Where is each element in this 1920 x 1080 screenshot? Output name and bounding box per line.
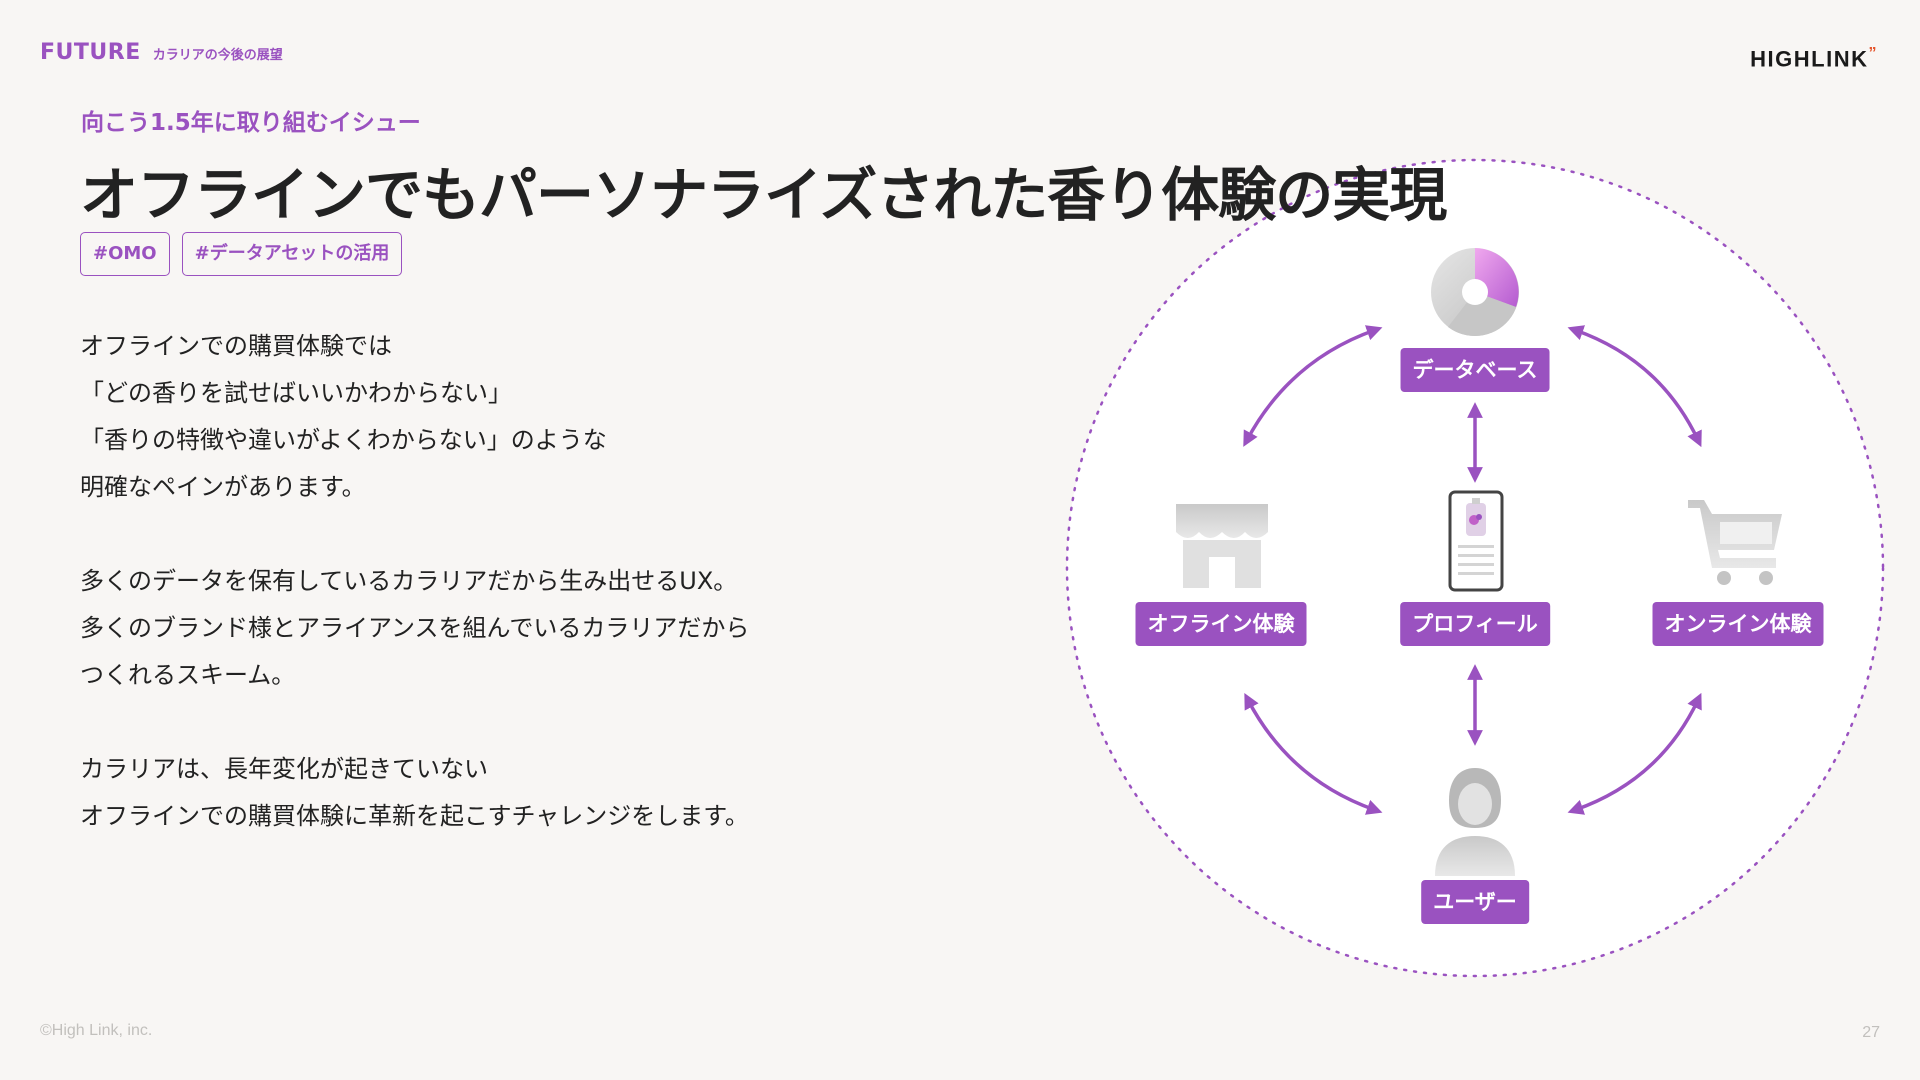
body-line: 「どの香りを試せばいいかわからない」 [80, 379, 512, 407]
shopping-cart-icon [1688, 500, 1782, 585]
arrow-offline-user [1244, 693, 1383, 815]
logo-text: HIGHLINK [1750, 46, 1869, 72]
node-offline-experience: オフライン体験 [1135, 602, 1307, 646]
node-online-experience: オンライン体験 [1652, 602, 1824, 646]
page-number: 27 [1862, 1024, 1880, 1041]
store-icon [1176, 504, 1268, 588]
smartphone-icon [1448, 490, 1504, 592]
body-line: カラリアは、長年変化が起きていない [80, 755, 488, 783]
body-line: 多くのデータを保有しているカラリアだから生み出せるUX。 [80, 567, 738, 595]
ecosystem-diagram: データベース オフライン体験 プロフィール オンライン体験 ユーザー [1050, 150, 1900, 990]
company-logo: HIGHLINK” [1750, 45, 1878, 72]
body-text: オフラインでの購買体験では 「どの香りを試せばいいかわからない」 「香りの特徴や… [80, 323, 840, 840]
node-database: データベース [1400, 348, 1550, 392]
body-line: 明確なペインがあります。 [80, 473, 366, 501]
arrow-offline-database [1243, 325, 1383, 447]
body-line: オフラインでの購買体験では [80, 332, 392, 360]
page-title: オフラインでもパーソナライズされた香り体験の実現 [80, 161, 1447, 229]
node-profile: プロフィール [1400, 602, 1550, 646]
pie-chart-icon [1431, 248, 1519, 336]
section-label: FUTURE [40, 40, 141, 65]
tag-data-asset: #データアセットの活用 [181, 232, 403, 276]
arrow-online-user [1567, 692, 1702, 815]
section-header: FUTURE カラリアの今後の展望 [40, 40, 283, 65]
body-line: 「香りの特徴や違いがよくわからない」のような [80, 426, 607, 454]
paragraph-gap [80, 699, 840, 746]
tag-list: #OMO #データアセットの活用 [80, 232, 403, 276]
arrow-database-online [1567, 325, 1702, 448]
body-line: つくれるスキーム。 [80, 661, 296, 689]
user-icon [1435, 768, 1515, 876]
paragraph-gap [80, 511, 840, 558]
copyright: ©High Link, inc. [40, 1022, 153, 1039]
node-user: ユーザー [1421, 880, 1529, 924]
body-line: 多くのブランド様とアライアンスを組んでいるカラリアだから [80, 614, 750, 642]
logo-mark: ” [1868, 45, 1878, 62]
body-line: オフラインでの購買体験に革新を起こすチャレンジをします。 [80, 802, 749, 830]
tag-omo: #OMO [80, 232, 170, 276]
eyebrow-text: 向こう1.5年に取り組むイシュー [81, 110, 421, 136]
section-subtitle: カラリアの今後の展望 [152, 48, 283, 63]
